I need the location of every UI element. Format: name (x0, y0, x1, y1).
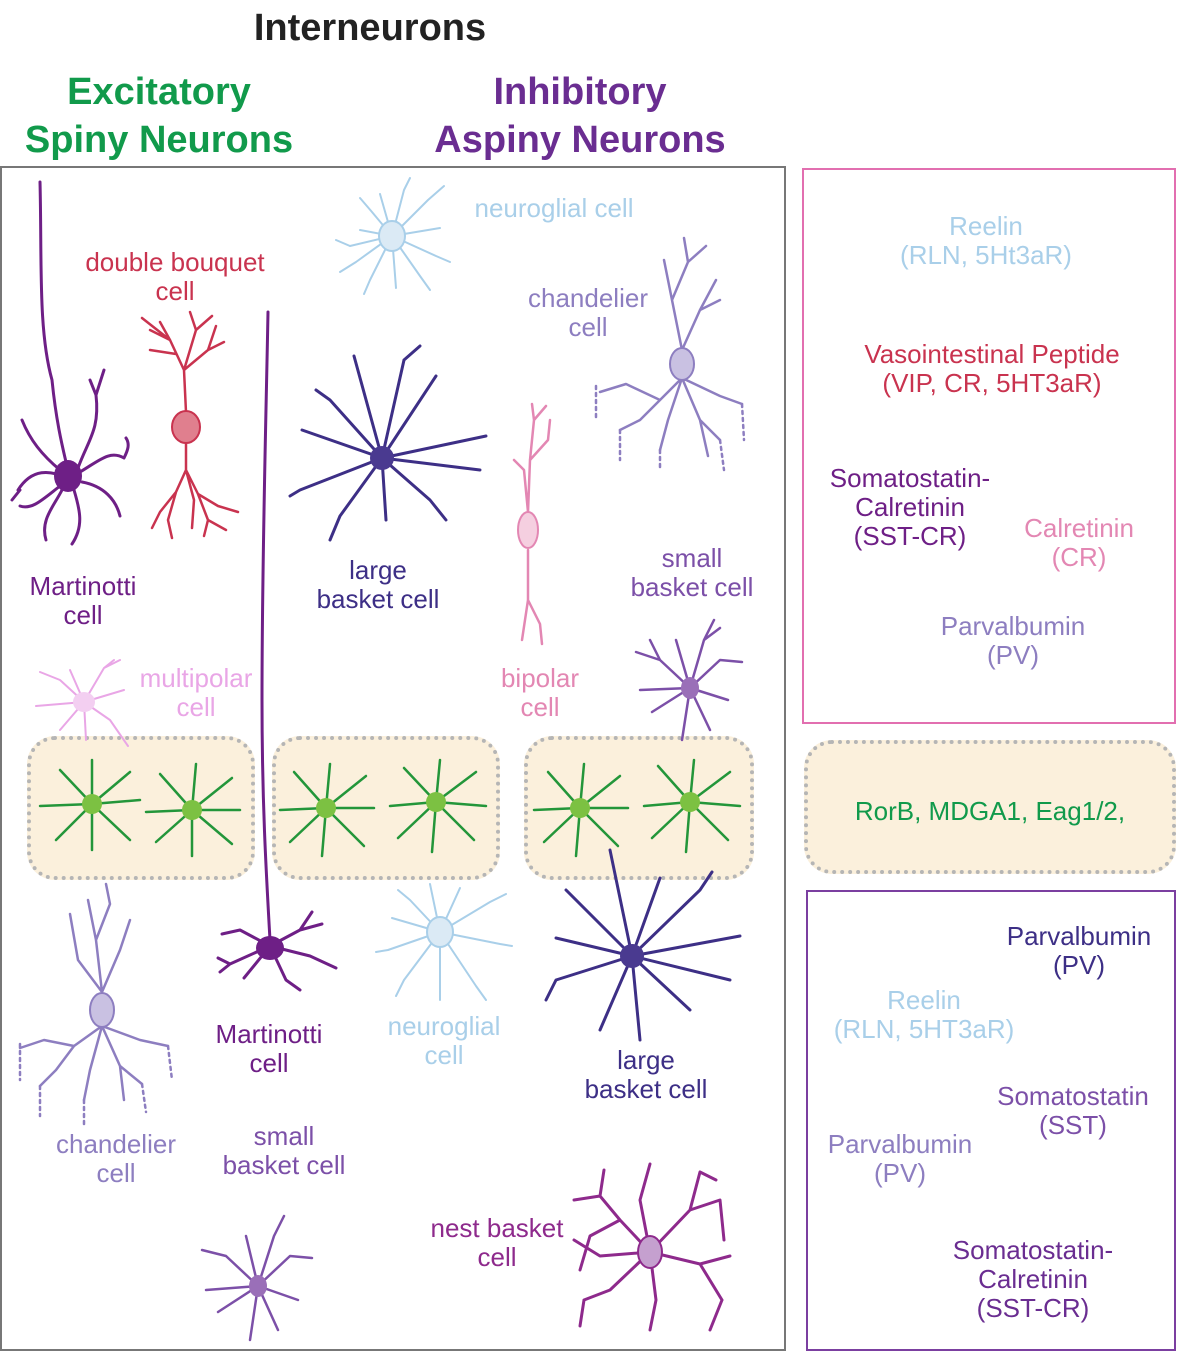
marker-pv-lower-dark: Parvalbumin (PV) (986, 922, 1172, 980)
large-basket-cell-top (290, 346, 486, 540)
label-chandelier-top: chandelier cell (508, 284, 668, 342)
label-nest-basket: nest basket cell (414, 1214, 580, 1272)
marker-sst-cr-lower: Somatostatin- Calretinin (SST-CR) (930, 1236, 1136, 1323)
label-large-basket-bottom: large basket cell (566, 1046, 726, 1104)
large-basket-cell-bottom (546, 850, 740, 1040)
label-martinotti-bottom: Martinotti cell (194, 1020, 344, 1078)
spiny-stellate-cells (40, 760, 740, 856)
label-multipolar: multipolar cell (128, 664, 264, 722)
marker-sst-lower: Somatostatin (SST) (974, 1082, 1172, 1140)
label-martinotti-top: Martinotti cell (6, 572, 160, 630)
chandelier-cell-top (596, 238, 744, 470)
marker-reelin-lower: Reelin (RLN, 5HT3aR) (812, 986, 1036, 1044)
label-small-basket-bottom: small basket cell (204, 1122, 364, 1180)
marker-pv-upper: Parvalbumin (PV) (918, 612, 1108, 670)
label-neuroglial-bottom: neuroglial cell (374, 1012, 514, 1070)
label-small-basket-top: small basket cell (612, 544, 772, 602)
marker-vip-upper: Vasointestinal Peptide (VIP, CR, 5HT3aR) (836, 340, 1148, 398)
marker-pv-lower-light: Parvalbumin (PV) (808, 1130, 992, 1188)
label-large-basket-top: large basket cell (298, 556, 458, 614)
martinotti-soma-top (54, 460, 82, 492)
marker-reelin-upper: Reelin (RLN, 5Ht3aR) (866, 212, 1106, 270)
label-bipolar: bipolar cell (484, 664, 596, 722)
label-double-bouquet: double bouquet cell (60, 248, 290, 306)
marker-sst-cr-upper: Somatostatin- Calretinin (SST-CR) (810, 464, 1010, 551)
label-chandelier-bottom: chandelier cell (36, 1130, 196, 1188)
label-neuroglial-top: neuroglial cell (456, 194, 652, 223)
marker-calretinin-upper: Calretinin (CR) (1004, 514, 1154, 572)
martinotti-axon-long (262, 312, 270, 940)
